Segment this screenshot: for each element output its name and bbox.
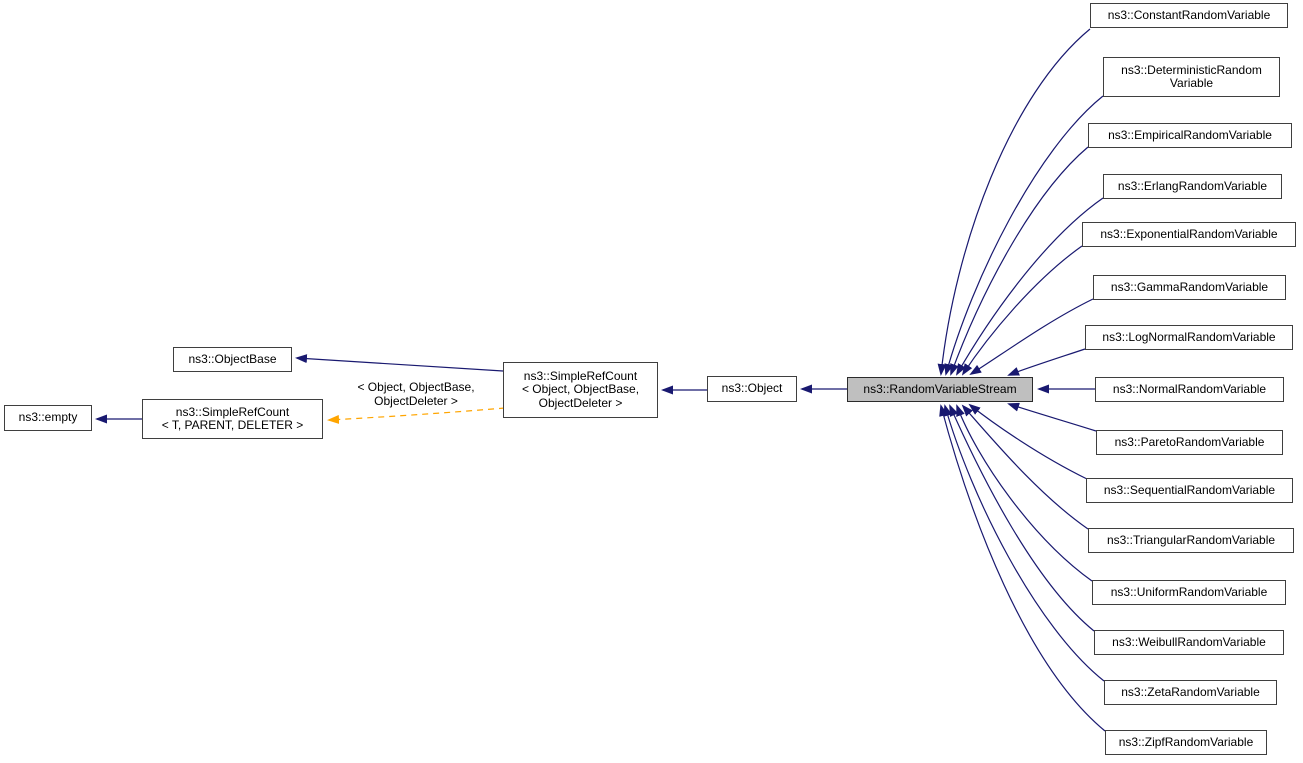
edge-template-instantiation	[327, 407, 506, 424]
node-ns3-lognormalrandomvariable[interactable]: ns3::LogNormalRandomVariable	[1085, 325, 1293, 350]
node-ns3-weibullrandomvariable[interactable]: ns3::WeibullRandomVariable	[1094, 630, 1284, 655]
edge-triangular-to-randomvariablestream	[961, 404, 1089, 530]
node-ns3-zipfrandomvariable[interactable]: ns3::ZipfRandomVariable	[1105, 730, 1267, 755]
edge-lognormal-to-randomvariablestream	[1007, 348, 1086, 376]
edge-erlang-to-randomvariablestream	[956, 197, 1104, 376]
node-ns3-randomvariablestream: ns3::RandomVariableStream	[847, 377, 1033, 402]
node-ns3-gammarandomvariable[interactable]: ns3::GammaRandomVariable	[1093, 275, 1286, 300]
node-ns3-zetarandomvariable[interactable]: ns3::ZetaRandomVariable	[1104, 680, 1277, 705]
edge-exponential-to-randomvariablestream	[961, 245, 1083, 376]
edge-simplerefcount-object-to-objectbase	[295, 354, 504, 372]
template-edge-label: < Object, ObjectBase, ObjectDeleter >	[357, 380, 475, 408]
node-ns3-erlangrandomvariable[interactable]: ns3::ErlangRandomVariable	[1103, 174, 1282, 199]
edge-weibull-to-randomvariablestream	[949, 404, 1095, 632]
node-ns3-simplerefcount-t-parent-deleter[interactable]: ns3::SimpleRefCount < T, PARENT, DELETER…	[142, 399, 323, 439]
node-ns3-uniformrandomvariable[interactable]: ns3::UniformRandomVariable	[1092, 580, 1286, 605]
edge-empirical-to-randomvariablestream	[950, 146, 1089, 376]
edge-uniform-to-randomvariablestream	[956, 404, 1093, 582]
edge-sequential-to-randomvariablestream	[968, 403, 1088, 480]
node-ns3-empiricalrandomvariable[interactable]: ns3::EmpiricalRandomVariable	[1088, 123, 1292, 148]
node-ns3-object[interactable]: ns3::Object	[707, 376, 797, 402]
node-ns3-simplerefcount-object[interactable]: ns3::SimpleRefCount < Object, ObjectBase…	[503, 362, 658, 418]
node-ns3-normalrandomvariable[interactable]: ns3::NormalRandomVariable	[1095, 377, 1284, 402]
node-ns3-empty[interactable]: ns3::empty	[4, 405, 92, 431]
edge-zipf-to-randomvariablestream	[939, 404, 1106, 732]
edge-deterministic-to-randomvariablestream	[944, 95, 1104, 376]
edge-gamma-to-randomvariablestream	[969, 298, 1094, 376]
edge-constant-to-randomvariablestream	[937, 28, 1091, 376]
edge-zeta-to-randomvariablestream	[943, 404, 1105, 682]
node-ns3-constantrandomvariable[interactable]: ns3::ConstantRandomVariable	[1090, 3, 1288, 28]
node-ns3-triangularrandomvariable[interactable]: ns3::TriangularRandomVariable	[1088, 528, 1294, 553]
node-ns3-sequentialrandomvariable[interactable]: ns3::SequentialRandomVariable	[1086, 478, 1293, 503]
node-ns3-objectbase[interactable]: ns3::ObjectBase	[173, 347, 292, 372]
node-ns3-paretorandomvariable[interactable]: ns3::ParetoRandomVariable	[1096, 430, 1283, 455]
edge-pareto-to-randomvariablestream	[1007, 402, 1097, 432]
node-ns3-deterministicrandomvariable[interactable]: ns3::DeterministicRandom Variable	[1103, 57, 1280, 97]
node-ns3-exponentialrandomvariable[interactable]: ns3::ExponentialRandomVariable	[1082, 222, 1296, 247]
